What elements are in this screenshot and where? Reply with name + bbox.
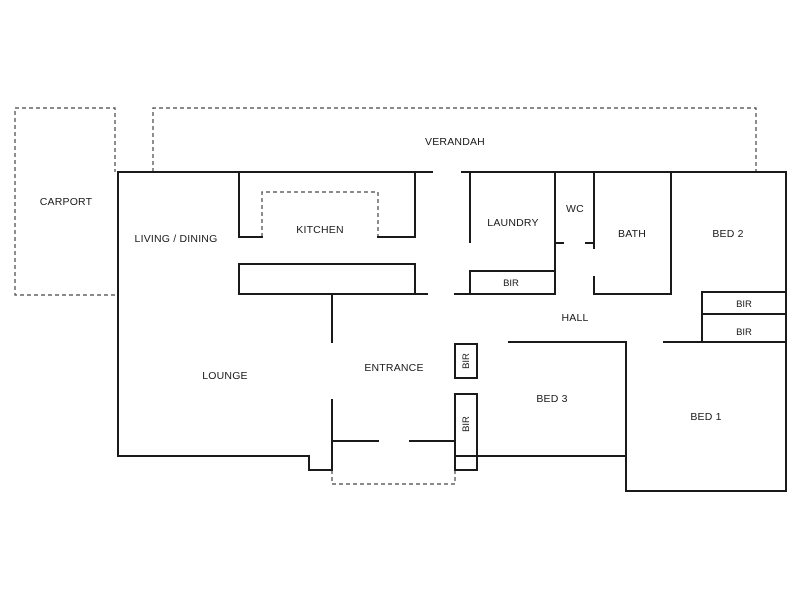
bath-wall-lower bbox=[593, 171, 672, 295]
label-kitchen: KITCHEN bbox=[296, 224, 344, 236]
dashed-outlines bbox=[14, 107, 757, 485]
label-hall: HALL bbox=[561, 312, 588, 324]
label-bir-bed2-lower: BIR bbox=[736, 327, 752, 338]
room-labels: VERANDAH CARPORT LIVING / DINING KITCHEN… bbox=[40, 136, 752, 432]
label-lounge: LOUNGE bbox=[202, 370, 248, 382]
label-entrance: ENTRANCE bbox=[364, 362, 423, 374]
label-bir-bed2-upper: BIR bbox=[736, 299, 752, 310]
label-bir-bed3-lower: BIR bbox=[461, 416, 472, 432]
kitchen-island bbox=[238, 263, 416, 295]
verandah-outline bbox=[152, 107, 757, 172]
label-carport: CARPORT bbox=[40, 196, 93, 208]
bed2-bir-wall bbox=[663, 291, 787, 343]
kitchen-outline bbox=[261, 191, 379, 237]
label-bath: BATH bbox=[618, 228, 646, 240]
walls bbox=[117, 171, 787, 492]
label-bed2: BED 2 bbox=[712, 228, 743, 240]
label-bir-bed3-upper: BIR bbox=[461, 353, 472, 369]
outer-wall-top-left bbox=[117, 171, 433, 471]
label-bed1: BED 1 bbox=[690, 411, 721, 423]
outer-wall-right bbox=[625, 171, 787, 492]
bed3-bir-lower bbox=[454, 393, 478, 471]
kitchen-wall-left bbox=[238, 171, 263, 238]
carport-outline bbox=[14, 107, 116, 296]
label-living-dining: LIVING / DINING bbox=[135, 233, 218, 245]
label-laundry: LAUNDRY bbox=[487, 217, 538, 229]
label-wc: WC bbox=[566, 203, 584, 215]
entrance-porch-outline bbox=[331, 470, 456, 485]
bed3-bir-upper bbox=[454, 343, 478, 379]
label-bir-laundry: BIR bbox=[503, 278, 519, 289]
label-verandah: VERANDAH bbox=[425, 136, 485, 148]
kitchen-wall-right bbox=[377, 171, 416, 238]
label-bed3: BED 3 bbox=[536, 393, 567, 405]
